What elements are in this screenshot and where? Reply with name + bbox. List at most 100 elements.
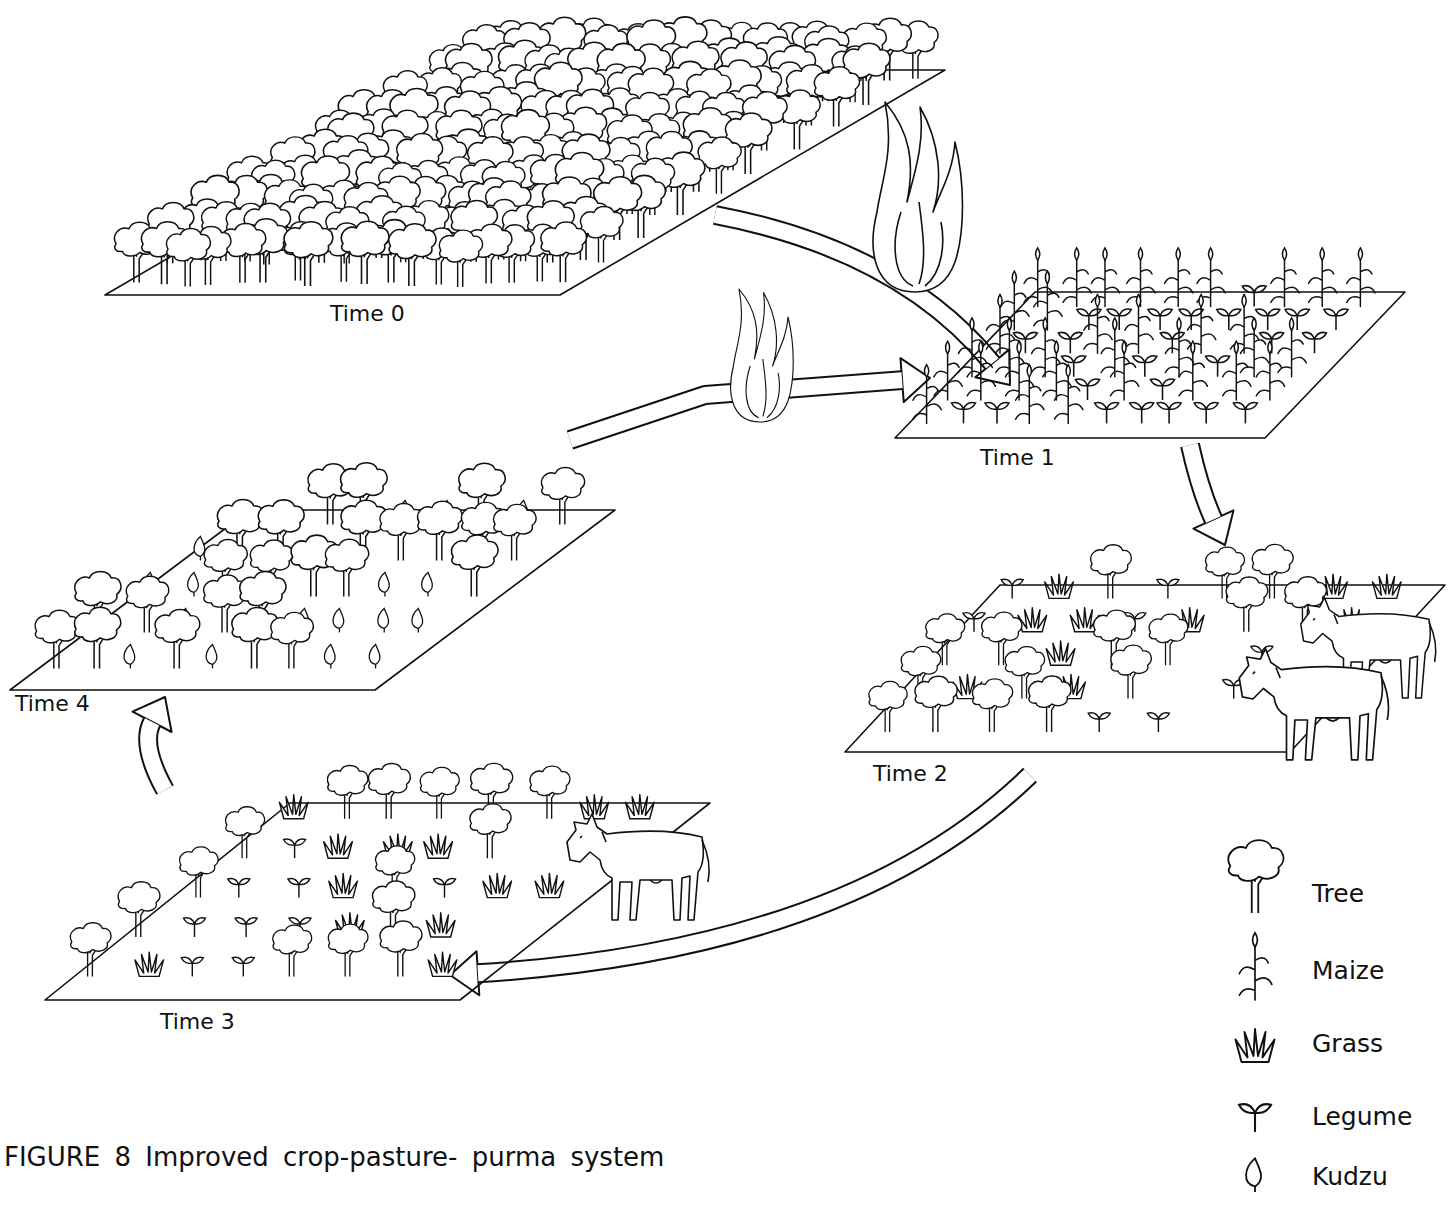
kudzu-symbol	[206, 644, 217, 668]
legume-symbol	[181, 957, 203, 976]
legend-symbol	[1215, 1044, 1295, 1134]
legume-symbol	[288, 878, 310, 897]
figure-caption: FIGURE 8 Improved crop-pasture- purma sy…	[4, 1143, 664, 1172]
panel-drawing	[100, 5, 950, 330]
tree-symbol	[70, 923, 111, 977]
tree-symbol	[380, 921, 422, 976]
kudzu-symbol	[378, 608, 389, 632]
maize-symbol	[967, 341, 995, 400]
maize-symbol	[1125, 295, 1153, 354]
time-label: Time 3	[160, 1010, 235, 1034]
maize-symbol	[1165, 318, 1193, 377]
grass-symbol	[1045, 574, 1074, 598]
panel-plane	[45, 803, 710, 1000]
grass-symbol	[1046, 641, 1075, 665]
kudzu-symbol	[188, 572, 199, 596]
arrow-body	[1190, 445, 1213, 520]
tree-symbol	[35, 610, 79, 668]
tree-symbol	[167, 228, 211, 286]
maize-symbol	[1271, 248, 1299, 307]
tree-symbol	[325, 539, 368, 596]
time-label: Time 0	[330, 302, 405, 326]
arrow-body	[478, 775, 1030, 973]
grass-symbol	[1236, 1029, 1275, 1062]
time-panel: Time 0	[100, 5, 950, 330]
legume-symbol	[184, 918, 206, 937]
legume-symbol	[1062, 356, 1086, 377]
kudzu-symbol	[422, 572, 433, 596]
tree-symbol	[369, 764, 411, 819]
panel-plane	[895, 292, 1405, 438]
grass-symbol	[279, 795, 308, 819]
legume-symbol	[228, 878, 250, 897]
panel-drawing	[40, 725, 730, 1040]
legume-symbol	[284, 839, 306, 858]
grass-symbol	[324, 834, 353, 858]
grass-symbol	[483, 873, 512, 897]
flow-arrow	[450, 775, 1030, 995]
legend-symbol	[1215, 825, 1295, 915]
kudzu-symbol	[369, 644, 380, 668]
maize-symbol	[1240, 318, 1268, 377]
maize-symbol	[1223, 341, 1251, 400]
grass-symbol	[580, 795, 609, 819]
legume-symbol	[1256, 309, 1280, 330]
tree-symbol	[439, 230, 482, 287]
tree-symbol	[1029, 676, 1071, 732]
grass-symbol	[428, 952, 457, 976]
grass-symbol	[329, 873, 358, 897]
time-panel: Time 4	[5, 435, 620, 720]
tree-symbol	[328, 924, 368, 976]
arrow-body	[148, 722, 165, 790]
grass-symbol	[1373, 574, 1402, 598]
kudzu-symbol	[124, 644, 135, 668]
panel-drawing	[5, 435, 620, 720]
legume-symbol	[1133, 356, 1157, 377]
grass-symbol	[135, 952, 164, 976]
time-label: Time 1	[980, 446, 1055, 470]
tree-symbol	[284, 222, 333, 286]
tree-symbol	[328, 765, 368, 818]
legend-label: Maize	[1312, 957, 1384, 985]
kudzu-symbol	[333, 608, 344, 632]
legume-symbol	[1160, 332, 1184, 353]
tree-symbol	[232, 607, 278, 668]
panel-drawing	[880, 195, 1410, 475]
legume-symbol	[1194, 402, 1218, 423]
maize-symbol	[1034, 271, 1062, 330]
legume-symbol	[1001, 579, 1023, 598]
kudzu-symbol	[1246, 1158, 1261, 1192]
time-label: Time 4	[15, 692, 90, 716]
legume-symbol	[1303, 332, 1327, 353]
tree-symbol	[1111, 645, 1151, 698]
legume-symbol	[1157, 402, 1181, 423]
tree-symbol	[155, 609, 200, 668]
legend-label: Kudzu	[1312, 1163, 1388, 1191]
maize-symbol	[1278, 318, 1306, 377]
legume-symbol	[1157, 579, 1179, 598]
grass-symbol	[426, 913, 455, 937]
tree-symbol	[581, 206, 623, 262]
tree-symbol	[221, 223, 266, 282]
kudzu-symbol	[412, 608, 423, 632]
panel-plane	[10, 510, 615, 690]
kudzu-symbol	[379, 572, 390, 596]
tree-symbol	[541, 222, 586, 282]
maize-symbol	[1347, 248, 1375, 307]
time-panel: Time 2	[840, 530, 1450, 790]
legume-symbol	[434, 878, 456, 897]
maize-symbol	[1127, 248, 1155, 307]
flow-arrow	[1190, 445, 1233, 545]
time-label: Time 2	[873, 762, 948, 786]
legend-label: Tree	[1312, 880, 1364, 908]
tree-symbol	[973, 679, 1013, 732]
arrow-outline	[148, 722, 165, 790]
grass-symbol	[535, 873, 564, 897]
cow-symbol	[1239, 649, 1388, 760]
legume-symbol	[1095, 402, 1119, 423]
grass-symbol	[626, 795, 655, 819]
maize-symbol	[1309, 248, 1337, 307]
maize-symbol	[1084, 295, 1112, 354]
tree-symbol	[1226, 577, 1267, 632]
